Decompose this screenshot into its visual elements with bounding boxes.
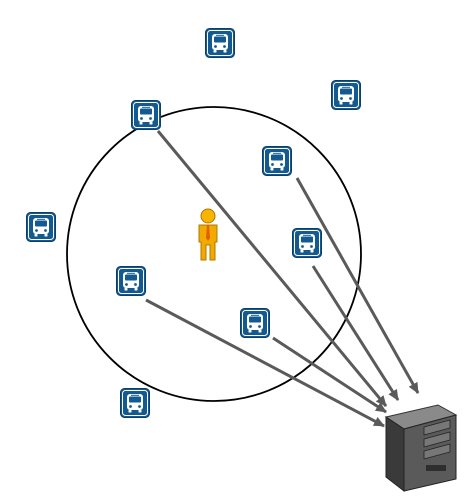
bus-stop-icon[interactable] [262,146,292,176]
arrow-bus-mid-left [145,298,385,428]
bus-stop-icon[interactable] [240,308,270,338]
server-icon [384,404,458,493]
person-icon [198,208,218,261]
bus-stop-icon[interactable] [131,100,161,130]
arrow-bus-upper-right [295,177,420,394]
arrows-group [145,130,420,428]
arrow-bus-lower-center [272,336,387,414]
bus-stop-icon[interactable] [120,388,150,418]
arrow-bus-top-left [156,130,388,407]
bus-stop-icon[interactable] [331,80,361,110]
bus-stop-icon[interactable] [205,28,235,58]
bus-stop-icon[interactable] [292,228,322,258]
arrow-bus-mid-right [311,265,400,401]
bus-stop-icon[interactable] [26,212,56,242]
bus-stop-icon[interactable] [116,266,146,296]
